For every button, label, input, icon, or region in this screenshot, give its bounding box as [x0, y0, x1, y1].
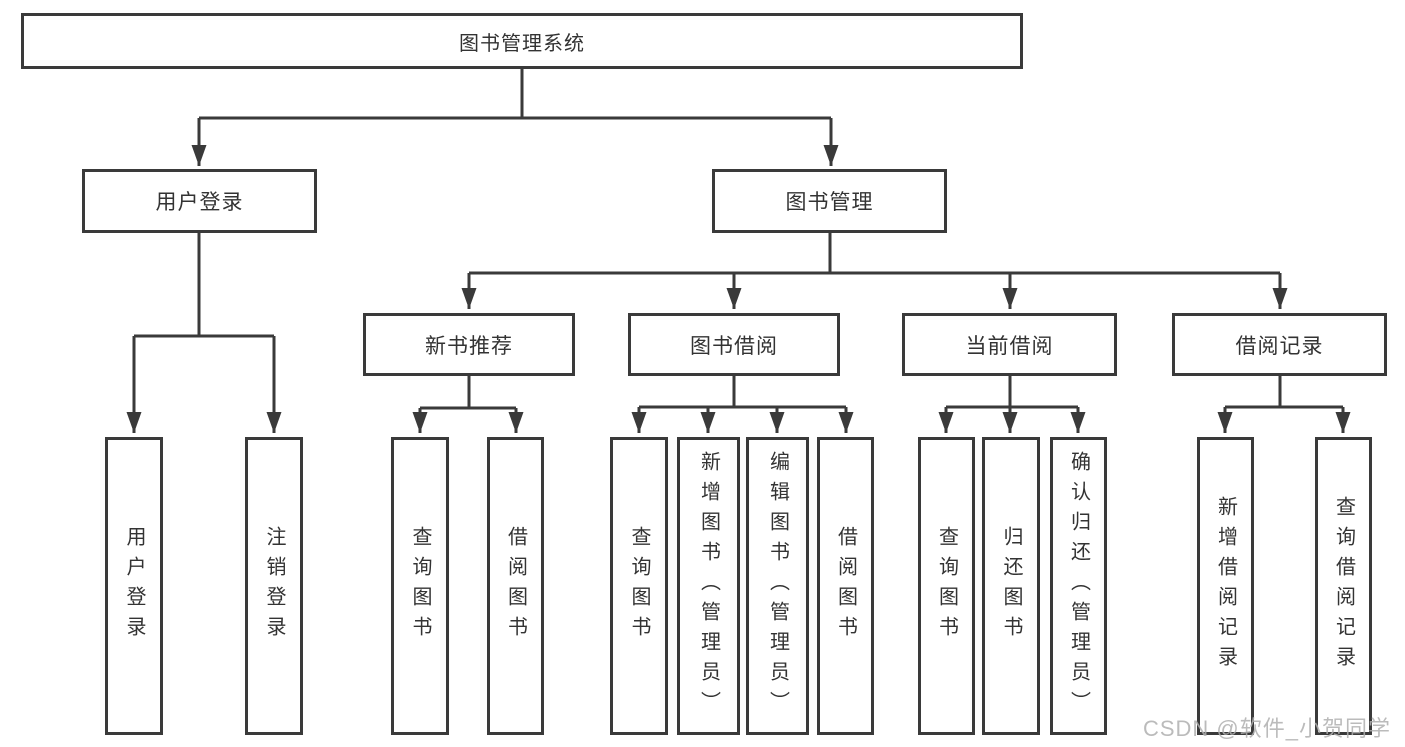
leaf-query-books-current: 查询图书	[918, 437, 975, 735]
node-book-management: 图书管理	[712, 169, 947, 233]
leaf-return-books: 归还图书	[982, 437, 1040, 735]
leaf-user-login: 用户登录	[105, 437, 163, 735]
node-new-book-recommend: 新书推荐	[363, 313, 575, 376]
node-root: 图书管理系统	[21, 13, 1023, 69]
leaf-logout: 注销登录	[245, 437, 303, 735]
leaf-borrow-books-recommend: 借阅图书	[487, 437, 544, 735]
node-current-borrow: 当前借阅	[902, 313, 1117, 376]
leaf-query-borrow-record: 查询借阅记录	[1315, 437, 1372, 735]
leaf-borrow-books: 借阅图书	[817, 437, 874, 735]
node-borrow-records: 借阅记录	[1172, 313, 1387, 376]
node-user-login: 用户登录	[82, 169, 317, 233]
leaf-query-books-recommend: 查询图书	[391, 437, 449, 735]
node-book-borrow: 图书借阅	[628, 313, 840, 376]
leaf-edit-books-admin: 编辑图书（管理员）	[746, 437, 809, 735]
leaf-add-books-admin: 新增图书（管理员）	[677, 437, 740, 735]
leaf-add-borrow-record: 新增借阅记录	[1197, 437, 1254, 735]
leaf-confirm-return-admin: 确认归还（管理员）	[1050, 437, 1107, 735]
leaf-query-books-borrow: 查询图书	[610, 437, 668, 735]
